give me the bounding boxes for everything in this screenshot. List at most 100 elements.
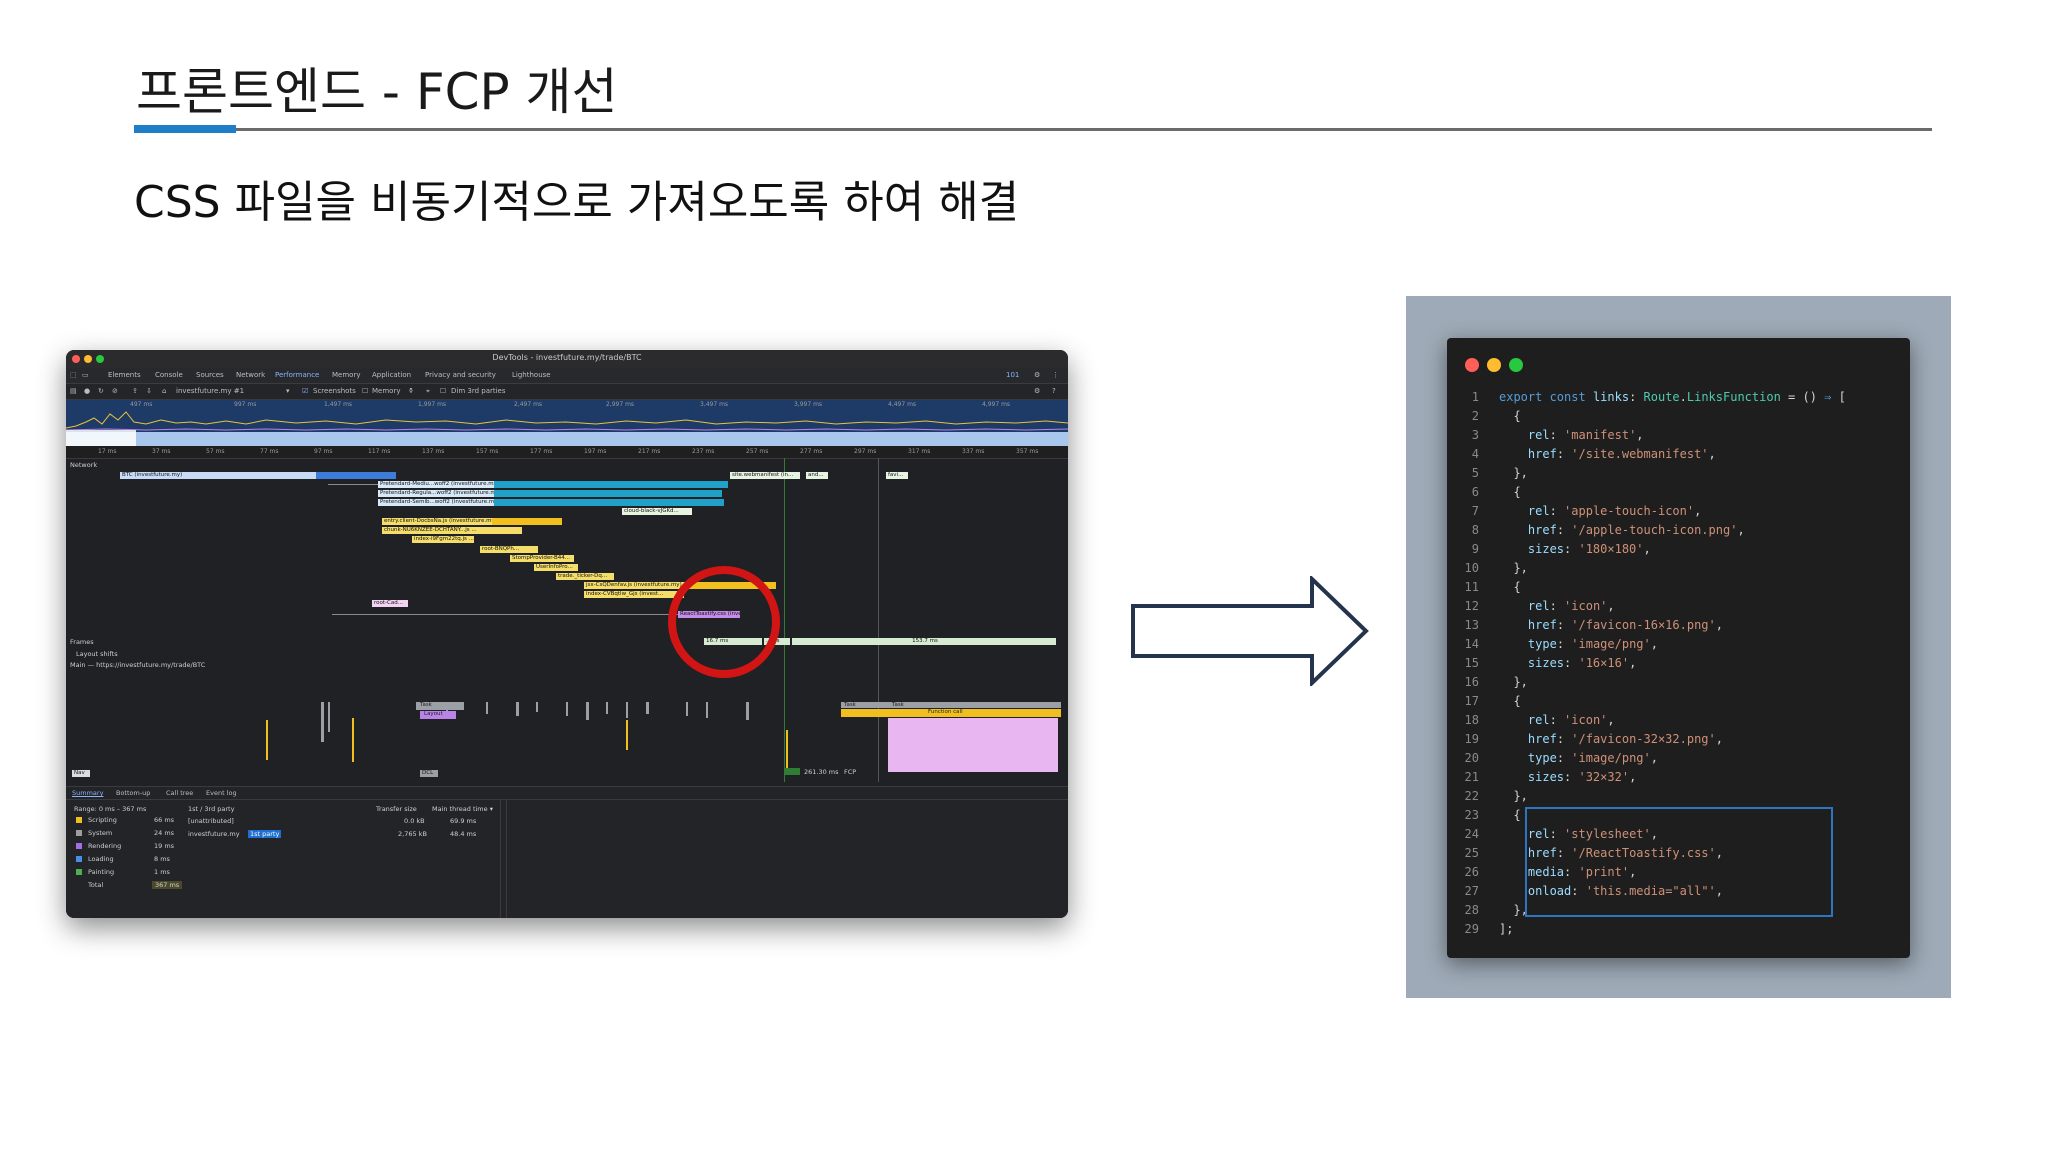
tab-summary[interactable]: Summary [72, 789, 104, 797]
tab-application[interactable]: Application [372, 371, 412, 379]
network-request-script[interactable]: chunk-NU6KNZEE-DCHTANY...js ... [382, 527, 522, 534]
tab-call-tree[interactable]: Call tree [166, 789, 194, 797]
party-table-header[interactable]: 1st / 3rd party [188, 805, 235, 813]
function-call-event[interactable]: Function call [928, 709, 963, 715]
clear-icon[interactable]: ⊘ [112, 387, 118, 395]
party-table-header[interactable]: Main thread time ▾ [432, 805, 493, 813]
party-table-header[interactable]: Transfer size [376, 805, 417, 813]
network-request-icon[interactable]: and... [806, 472, 828, 479]
layout-event[interactable]: Layout [424, 711, 443, 717]
tab-privacy-security[interactable]: Privacy and security [425, 371, 496, 379]
tab-memory[interactable]: Memory [332, 371, 361, 379]
network-request-font-bar[interactable] [494, 490, 722, 497]
code-text: }, [1499, 464, 1527, 483]
maximize-window-icon[interactable] [96, 355, 104, 363]
task-event[interactable]: Task [892, 702, 904, 708]
tab-performance[interactable]: Performance [275, 371, 320, 379]
selection-handle-left[interactable] [66, 430, 136, 446]
device-toolbar-icon[interactable]: ▭ [82, 371, 89, 379]
navigation-marker[interactable]: Nav [72, 770, 90, 777]
network-request-script[interactable]: UserInfoPro... [534, 564, 578, 571]
code-text: { [1499, 407, 1520, 426]
issues-badge[interactable]: 101 [1006, 371, 1020, 379]
frames-track-label[interactable]: Frames [70, 638, 94, 646]
network-request-document[interactable]: BTC (investfuture.my) [120, 472, 316, 479]
inspect-element-icon[interactable]: ⬚ [70, 371, 77, 379]
party-name[interactable]: investfuture.my [188, 830, 240, 838]
download-icon[interactable]: ⇩ [146, 387, 152, 395]
overview-tick: 2,997 ms [606, 401, 635, 408]
main-thread-track-label[interactable]: Main — https://investfuture.my/trade/BTC [70, 661, 206, 669]
party-name[interactable]: [unattributed] [188, 817, 234, 825]
code-token: 'icon' [1564, 599, 1608, 613]
reload-record-icon[interactable]: ↻ [98, 387, 104, 395]
chevron-down-icon[interactable]: ▾ [286, 387, 290, 395]
dim-3rd-parties-checkbox[interactable]: ☐ [440, 387, 447, 395]
tab-sources[interactable]: Sources [196, 371, 224, 379]
code-token: { [1499, 808, 1521, 822]
close-window-icon[interactable] [72, 355, 80, 363]
ruler-tick: 217 ms [638, 448, 661, 455]
task-event[interactable]: Task [420, 702, 432, 708]
tab-elements[interactable]: Elements [108, 371, 141, 379]
network-request-script[interactable]: index-CVBqtlw_Gjs (invest... [584, 591, 684, 598]
garbage-collect-icon[interactable]: ⚱ [408, 387, 414, 395]
network-request-font[interactable]: Pretendard-Regula...woff2 (investfuture.… [378, 490, 494, 497]
code-token: , [1629, 770, 1637, 784]
fcp-marker-badge[interactable] [784, 768, 800, 775]
summary-divider[interactable] [500, 799, 501, 918]
help-icon[interactable]: ? [1052, 387, 1056, 395]
ruler-tick: 137 ms [422, 448, 445, 455]
code-line: 26 media: 'print', [1447, 863, 1910, 882]
summary-total: 367 ms [152, 881, 183, 889]
overview-screenshots-strip[interactable] [66, 432, 1068, 446]
network-request-script-bar[interactable] [492, 518, 562, 525]
timeline-overview[interactable]: 497 ms 997 ms 1,497 ms 1,997 ms 2,497 ms… [66, 400, 1068, 446]
network-request-cloud[interactable]: cloud-black-vJGKd... [622, 508, 692, 515]
network-request-manifest[interactable]: site.webmanifest (in... [730, 472, 800, 479]
code-token [1499, 770, 1528, 784]
line-number: 2 [1471, 409, 1479, 423]
network-request-font-bar[interactable] [494, 481, 728, 488]
network-request-favicon[interactable]: favi... [886, 472, 908, 479]
memory-checkbox[interactable]: ☐ [362, 387, 369, 395]
minimize-window-icon [1487, 358, 1501, 372]
sidebar-toggle-icon[interactable]: ▤ [70, 387, 77, 395]
network-request-script[interactable]: index-i9Fgm22tq.js ... [412, 536, 474, 543]
network-request-stylesheet[interactable]: root-Cad... [372, 600, 408, 607]
network-request-document-tail[interactable] [316, 472, 396, 479]
network-request-script[interactable]: root-BNQPh... [480, 546, 538, 553]
capture-settings-icon[interactable]: ⚙ [1034, 387, 1041, 395]
task-event[interactable]: Task [844, 702, 856, 708]
more-options-icon[interactable]: ⋮ [1052, 371, 1059, 379]
network-request-font-bar[interactable] [494, 499, 724, 506]
network-request-script[interactable]: StompProvider-B44... [510, 555, 574, 562]
summary-range: Range: 0 ms – 367 ms [74, 805, 147, 813]
network-track-label[interactable]: Network [70, 461, 98, 469]
layout-shifts-track-label[interactable]: Layout shifts [76, 650, 118, 658]
network-request-font[interactable]: Pretendard-Mediu...woff2 (investfuture.m… [378, 481, 494, 488]
minimize-window-icon[interactable] [84, 355, 92, 363]
frame-duration[interactable]: 153.7 ms [792, 638, 1056, 645]
screenshots-checkbox[interactable]: ☑ [302, 387, 309, 395]
code-line: 19 href: '/favicon-32×32.png', [1447, 730, 1910, 749]
settings-gear-icon[interactable]: ⚙ [1034, 371, 1041, 379]
tab-network[interactable]: Network [236, 371, 266, 379]
network-request-script[interactable]: entry.client-DocbsNa.js (investfuture.my… [382, 518, 492, 525]
main-thread-flamechart[interactable] [66, 700, 1068, 780]
tab-lighthouse[interactable]: Lighthouse [512, 371, 551, 379]
code-line: 15 sizes: '16×16', [1447, 654, 1910, 673]
tab-event-log[interactable]: Event log [206, 789, 237, 797]
tab-console[interactable]: Console [155, 371, 183, 379]
record-icon[interactable]: ● [84, 387, 91, 395]
home-icon[interactable]: ⌂ [162, 387, 167, 395]
network-request-script[interactable]: trade._ticker-Dq... [556, 573, 614, 580]
profile-select[interactable]: investfuture.my #1 [176, 387, 245, 395]
network-request-font[interactable]: Pretendard-Semib...woff2 (investfuture.m… [378, 499, 494, 506]
code-token: '32×32' [1578, 770, 1630, 784]
network-request-script[interactable]: jsx-CsQDenfav.js (investfuture.my) [584, 582, 690, 589]
dcl-marker[interactable]: DCL [420, 770, 438, 777]
tab-bottom-up[interactable]: Bottom-up [116, 789, 151, 797]
crosshair-icon[interactable]: ⌖ [426, 387, 430, 395]
upload-icon[interactable]: ⇪ [132, 387, 138, 395]
